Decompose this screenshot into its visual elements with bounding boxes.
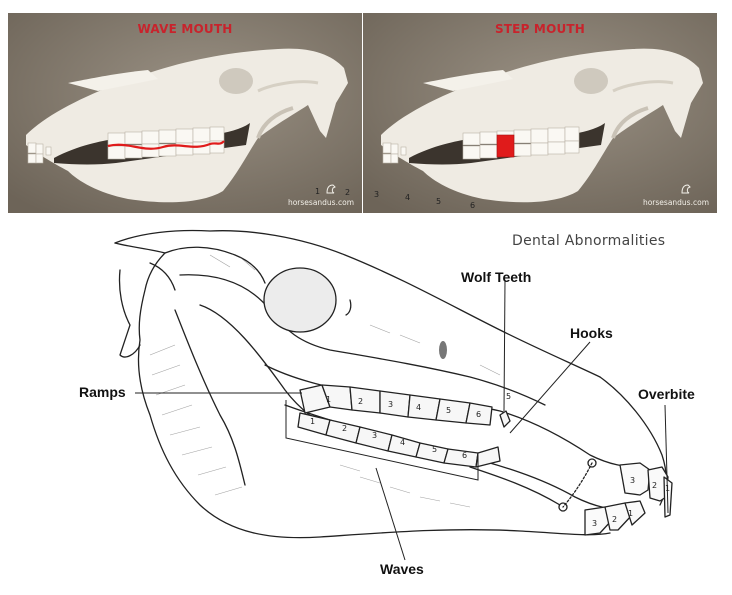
wave-highlight-line: [107, 140, 225, 150]
skull-outline-left-jaw: [114, 242, 611, 539]
overbite-label: Overbite: [638, 386, 695, 402]
upper-cheek-teeth: [299, 384, 493, 426]
skull-outline-top: [114, 229, 601, 378]
diagram-heading: Dental Abnormalities: [512, 233, 666, 249]
step-highlight-tooth: [496, 134, 515, 158]
shading-hatches: [149, 254, 501, 508]
skull-line-drawing: [114, 229, 673, 561]
waves-bracket: [285, 400, 479, 481]
wolf-tooth: [499, 410, 511, 428]
wolf-teeth-leader: [503, 279, 506, 412]
horse-logo-icon: [681, 184, 691, 194]
horse-logo-icon: [326, 184, 336, 194]
lower-incisors: [584, 506, 613, 536]
hooks-label: Hooks: [570, 325, 613, 341]
step-mouth-title: STEP MOUTH: [494, 22, 586, 36]
wave-mouth-watermark: horsesandus.com: [287, 198, 354, 207]
ramps-label: Ramps: [79, 384, 126, 400]
step-mouth-watermark: horsesandus.com: [642, 198, 709, 207]
lower-cheek-teeth: [297, 412, 501, 468]
wolf-teeth-label: Wolf Teeth: [461, 269, 532, 285]
wave-mouth-skull-render: [8, 13, 362, 213]
step-mouth-skull-render: [363, 13, 717, 213]
hooks-leader: [509, 341, 591, 434]
wave-mouth-panel: WAVE MOUTH horsesandus.com: [8, 13, 362, 213]
upper-incisors: [619, 462, 651, 496]
overbite-leader: [664, 404, 669, 514]
waves-label: Waves: [380, 561, 424, 577]
waves-leader: [375, 467, 406, 561]
eye-orbit: [263, 267, 337, 333]
step-mouth-panel: STEP MOUTH horsesandus.com: [363, 13, 717, 213]
zygomatic-line: [179, 274, 546, 406]
wave-mouth-title: WAVE MOUTH: [137, 22, 233, 36]
